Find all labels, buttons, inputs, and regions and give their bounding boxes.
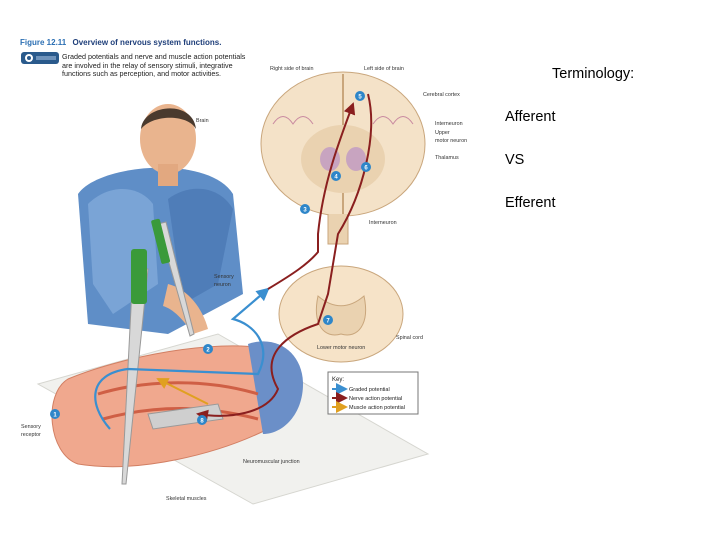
label-upper-motor: Upper [435, 130, 450, 136]
label-sensory-neuron: Sensory [214, 274, 234, 280]
label-sensory-receptor-2: receptor [21, 432, 41, 438]
brain-section [261, 72, 425, 244]
term-afferent: Afferent [505, 109, 556, 125]
term-efferent: Efferent [505, 195, 556, 211]
label-upper-motor-2: motor neuron [435, 138, 467, 144]
label-spinal-cord: Spinal cord [396, 335, 423, 341]
legend-item-nerve: Nerve action potential [349, 396, 402, 402]
label-interneuron-mid: Interneuron [369, 220, 397, 226]
label-lower-motor: Lower motor neuron [317, 345, 365, 351]
label-thalamus: Thalamus [435, 155, 459, 161]
label-left-side: Left side of brain [364, 66, 404, 72]
person-figure [78, 104, 243, 334]
label-neuromuscular-junction: Neuromuscular junction [243, 459, 300, 465]
label-skeletal-muscles: Skeletal muscles [166, 496, 206, 502]
label-sensory-receptor: Sensory [21, 424, 41, 430]
label-sensory-neuron-2: neuron [214, 282, 231, 288]
term-vs: VS [505, 152, 524, 168]
legend-item-muscle: Muscle action potential [349, 405, 405, 411]
terminology-heading: Terminology: [552, 66, 634, 82]
legend-title: Key: [332, 377, 344, 383]
label-cerebral-cortex: Cerebral cortex [423, 92, 460, 98]
legend-item-graded: Graded potential [349, 387, 390, 393]
label-right-side: Right side of brain [270, 66, 313, 72]
label-interneuron-top: Interneuron [435, 121, 463, 127]
legend-key: Key: Graded potential Nerve action poten… [328, 372, 418, 414]
label-brain: Brain [196, 118, 209, 124]
nervous-system-illustration: 1 2 3 4 5 6 7 8 Key: Graded potential Ne… [18, 34, 438, 510]
